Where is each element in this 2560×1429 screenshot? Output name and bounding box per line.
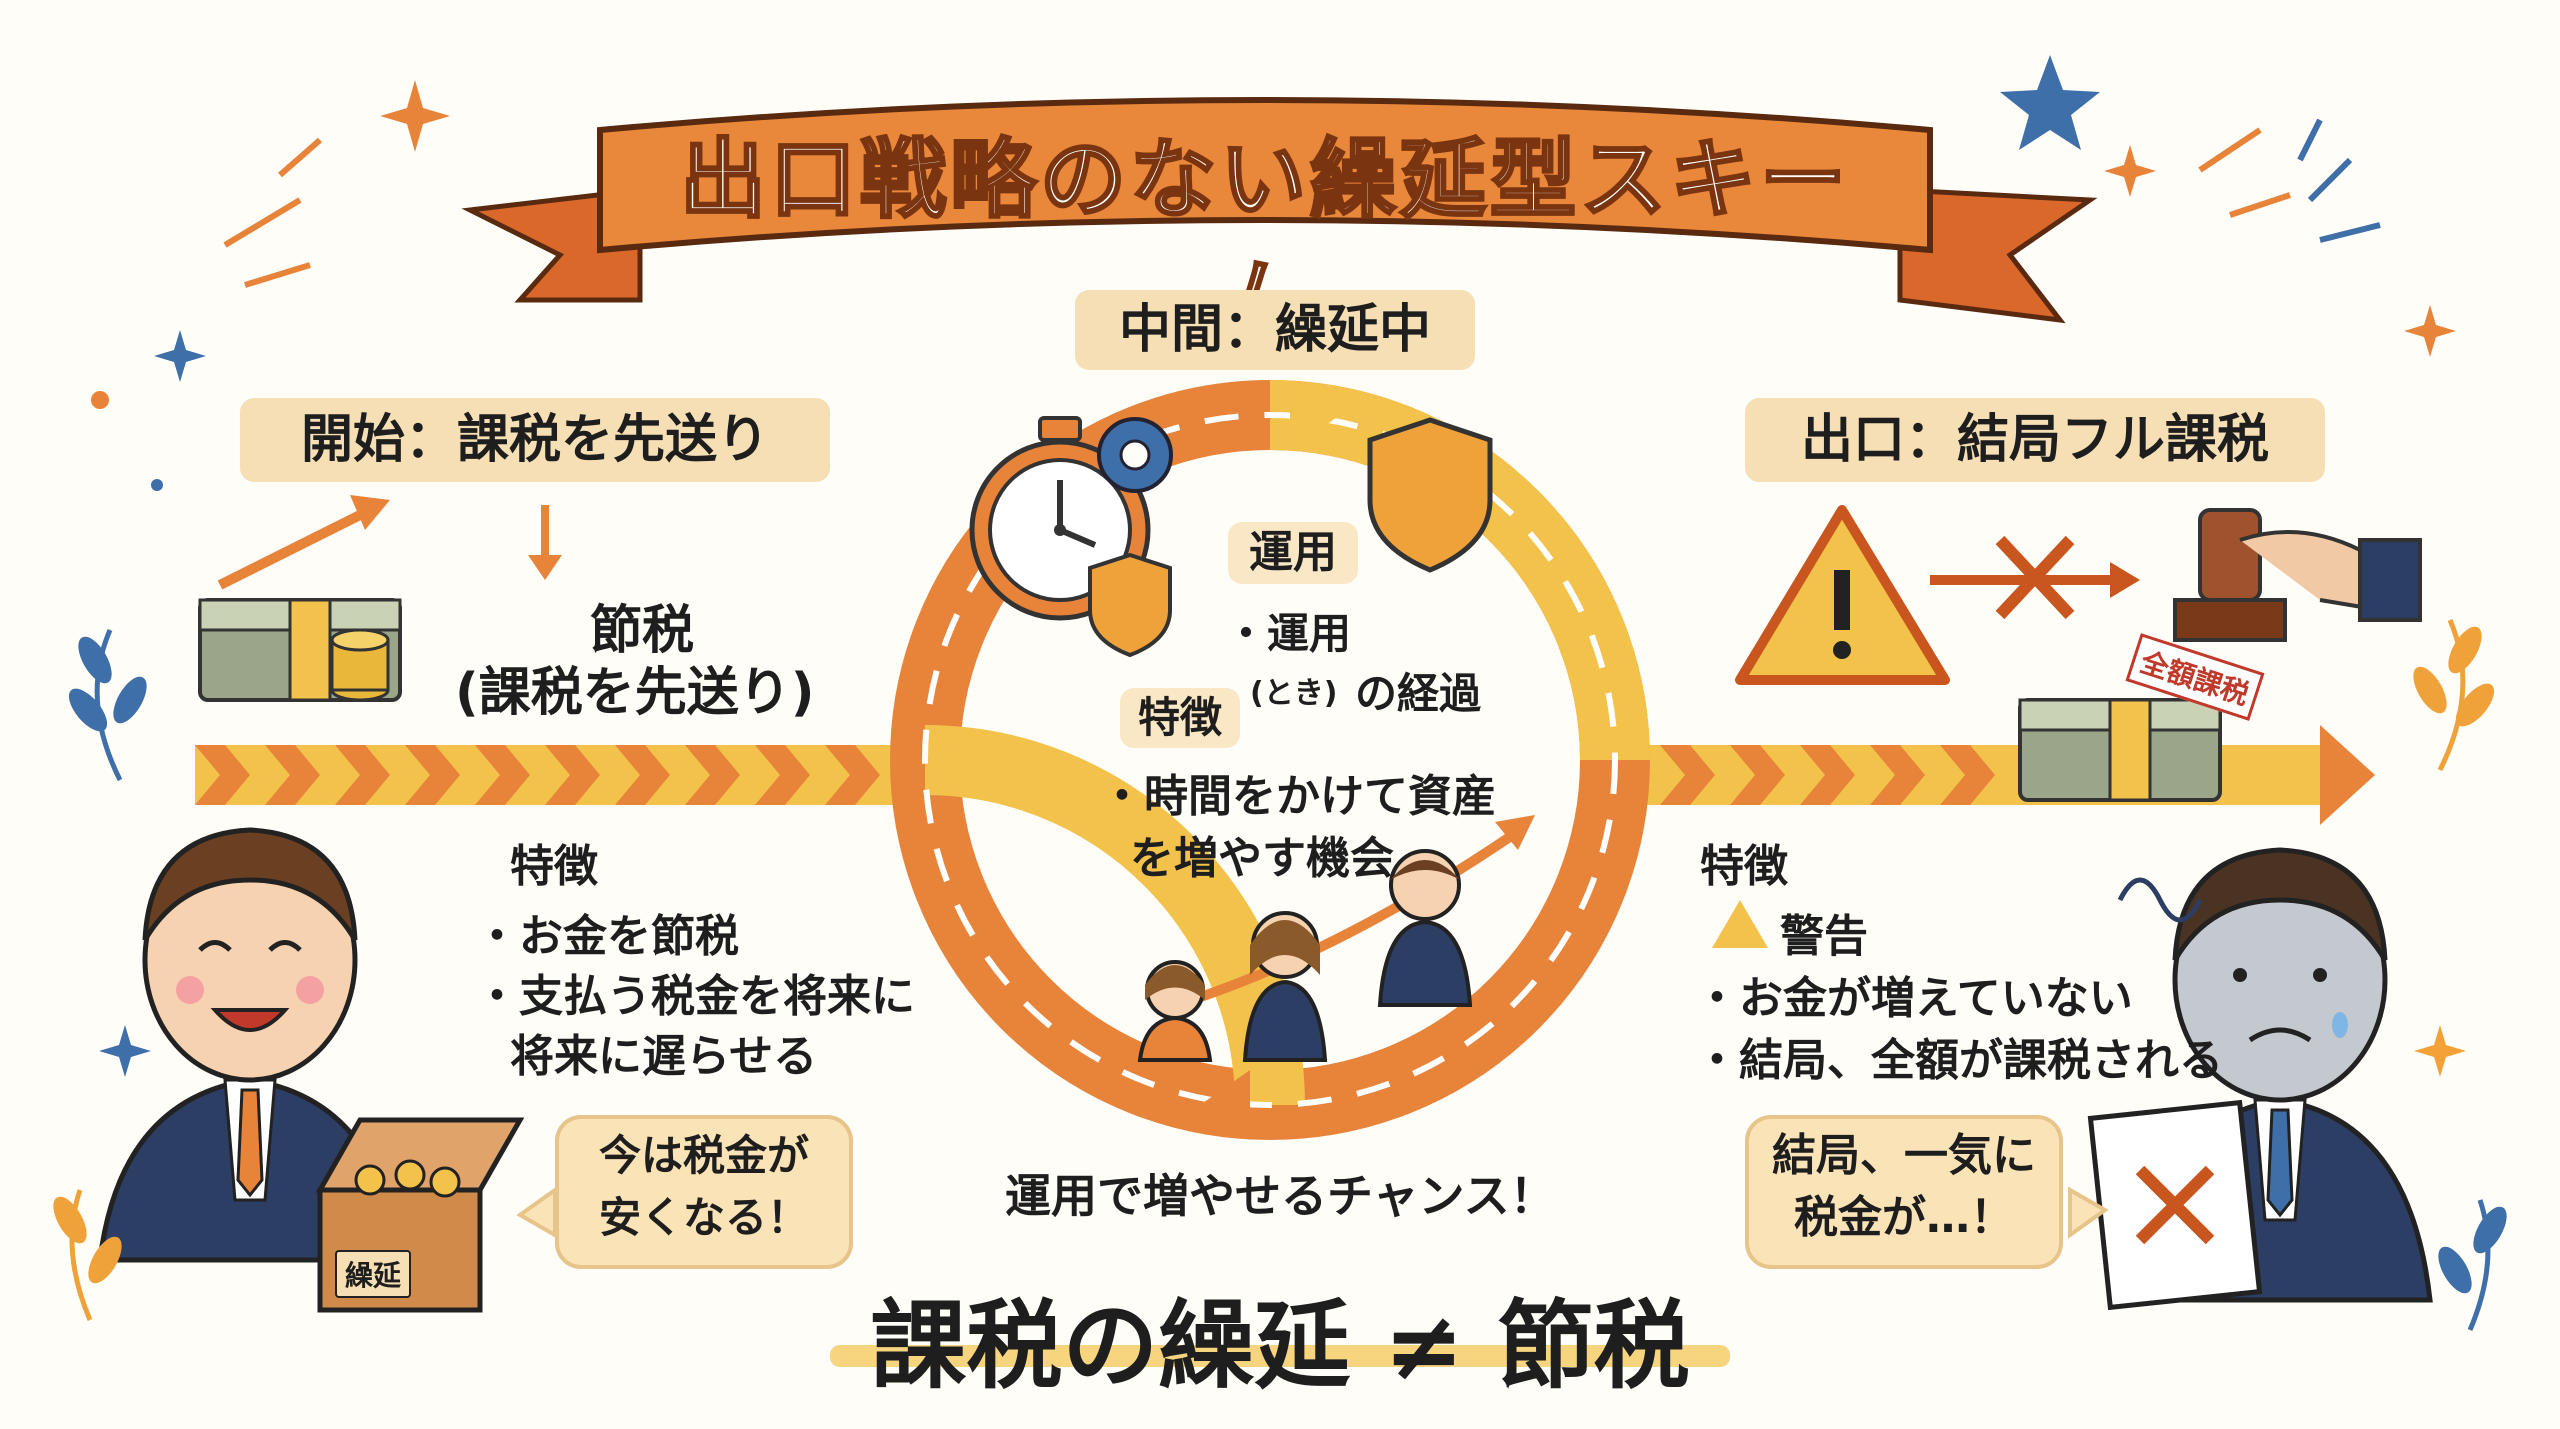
exit-bubble-line2: 税金が…！ [1794,1192,2014,1243]
star-icon [2414,1025,2466,1077]
middle-caption: 運用で増やせるチャンス！ [1005,1169,1556,1223]
stage-label-exit: 出口：結局フル課税 [1745,398,2325,482]
star-icon [2000,55,2100,150]
title-ribbon [461,97,2098,324]
money-stack-icon [2018,698,2222,802]
start-sub2: (課税を先送り) [455,663,815,723]
star-icon [2404,305,2456,357]
exit-feature-2: ・結局、全額が課税される [1695,1035,2223,1086]
start-feature-title: 特徴 [510,841,598,892]
coin-stack-icon [330,628,390,702]
start-feature-1: ・お金を節税 [475,911,739,962]
team-people [1137,849,1473,1062]
middle-feature-2: を増やす機会 [1130,833,1394,884]
x-icon [1930,535,2140,620]
middle-ops-item2a: (とき) [1250,676,1338,711]
leaf-icon [68,629,147,782]
middle-feature-1: ・時間をかけて資産 [1100,771,1496,822]
box-label: 繰延 [335,1250,412,1298]
start-feature-2: ・支払う税金を将来に [475,971,915,1022]
middle-feature-title: 特徴 [1120,688,1240,748]
leaf-icon [53,1189,122,1321]
cycle-road [890,380,1650,1140]
exit-warning-label: 警告 [1780,911,1868,962]
down-arrow-icon [528,505,562,580]
middle-ops-item1: ・運用 [1225,609,1352,658]
exit-bubble-line1: 結局、一気に [1772,1130,2036,1181]
exit-speech-bubble: 結局、一気に 税金が…！ [1745,1115,2063,1269]
conclusion-text: 課税の繰延 ≠ 節税 [870,1290,1690,1402]
warning-icon [1735,505,1950,685]
stage-label-start: 開始：課税を先送り [240,398,830,482]
start-feature-3: 将来に遅らせる [510,1031,818,1082]
star-icon [154,330,206,382]
leaf-icon [2438,1199,2507,1331]
start-bubble-line2: 安くなる！ [598,1193,809,1242]
start-speech-bubble: 今は税金が 安くなる！ [555,1115,853,1269]
start-bubble-line1: 今は税金が [598,1131,809,1180]
middle-ops-title: 運用 [1228,522,1358,584]
exit-feature-title: 特徴 [1700,841,1788,892]
growth-arrow [1158,825,1523,1015]
stamp-icon [2173,508,2422,642]
up-arrow-icon [217,495,390,590]
left-progress-band [195,745,940,805]
leaf-icon [2413,619,2495,772]
stage-label-middle: 中間：繰延中 [1075,290,1475,370]
page-title: 出口戦略のない繰延型スキーム [679,129,1850,352]
gear-icon [1097,417,1173,493]
start-sub1: 節税 [590,601,695,661]
right-progress-band [1640,725,2375,825]
shield-icon [1367,417,1493,573]
star-icon [2104,145,2156,197]
star-icon [99,1025,151,1077]
rejected-paper [2087,1099,2263,1311]
shield-icon [1088,552,1172,658]
warning-icon [1712,900,1768,948]
exit-feature-1: ・お金が増えていない [1695,973,2133,1024]
star-icon [380,80,450,152]
middle-ops-item2b: の経過 [1355,669,1482,718]
money-stack-icon [198,598,402,702]
